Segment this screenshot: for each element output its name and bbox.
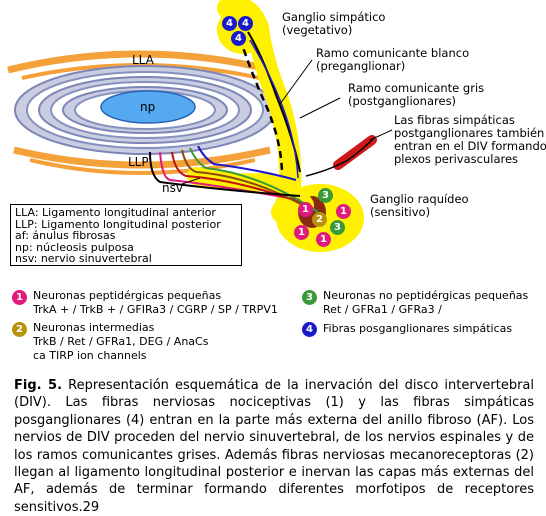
diagram-badge-sympathetic: 4 (238, 16, 253, 31)
figure-label: Fig. 5. (14, 378, 63, 393)
vessel-nerve (305, 137, 375, 177)
label-ganglio-raquideo: Ganglio raquídeo (sensitivo) (370, 192, 469, 219)
legend-badge-intermediate: 2 (12, 322, 27, 337)
label-ramo-blanco: Ramo comunicante blanco (preganglionar) (316, 46, 470, 73)
legend-badge-nonpeptidergic: 3 (302, 290, 317, 305)
diagram-badge-nonpeptidergic: 3 (318, 188, 333, 203)
label-nsv: nsv (162, 181, 183, 195)
leader-fibras (369, 129, 393, 141)
label-np: np (140, 100, 156, 114)
diagram-badge-peptidergic: 1 (336, 204, 351, 219)
blood-vessel (333, 135, 377, 170)
label-ganglio-simpatico: Ganglio simpático (vegetativo) (282, 10, 386, 37)
diagram-badge-nonpeptidergic: 3 (330, 220, 345, 235)
legend-badge-peptidergic: 1 (12, 290, 27, 305)
abbreviation-line: nsv: nervio sinuvertebral (15, 252, 152, 265)
fiber-blue (197, 145, 297, 181)
diagram-badge-intermediate: 2 (312, 212, 327, 227)
diagram-badge-peptidergic: 1 (298, 202, 313, 217)
abbreviations-box: LLA: Ligamento longitudinal anterior LLP… (10, 204, 242, 266)
leader-nsv (181, 177, 201, 185)
leader-ramo-blanco (279, 59, 313, 105)
diagram-badge-peptidergic: 1 (316, 232, 331, 247)
label-ramo-gris: Ramo comunicante gris (postganglionares) (348, 81, 485, 108)
figure-caption: Fig. 5. Representación esquemática de la… (14, 377, 534, 516)
preganglionic-dashed-line (238, 37, 284, 176)
abbreviation-line: np: núcleosis pulposa (15, 240, 134, 254)
llp-ligament (13, 146, 271, 169)
nucleus-pulposus (100, 90, 196, 124)
label-fibras-simpaticas: Las fibras simpáticas postganglionares t… (394, 113, 546, 166)
diagram-badge-sympathetic: 4 (222, 16, 237, 31)
legend-text-intermediate: Neuronas intermedias TrkB / Ret / GFRa1,… (33, 321, 209, 362)
abbreviation-line: LLA: Ligamento longitudinal anterior (15, 206, 216, 219)
label-lla: LLA (132, 53, 154, 67)
lla-ligament-inner (21, 63, 261, 80)
fiber-black (149, 151, 301, 197)
legend-text-peptidergic: Neuronas peptidérgicas pequeñas TrkA + /… (33, 289, 278, 316)
legend-badge-sympathetic: 4 (302, 322, 317, 337)
abbreviation-line: LLP: Ligamento longitudinal posterior (15, 217, 221, 231)
legend-text-sympathetic: Fibras posganglionares simpáticas (323, 322, 513, 335)
caption-text: Representación esquemática de la inervac… (14, 378, 535, 515)
legend-text-nonpeptidergic: Neuronas no peptidérgicas pequeñas Ret /… (323, 289, 529, 316)
lla-ligament (7, 50, 273, 74)
innervation-diagram (7, 0, 393, 252)
diagram-badge-sympathetic: 4 (231, 31, 246, 46)
abbreviation-line: af: ánulus fibrosas (15, 229, 116, 242)
postganglionic-blue-line (249, 39, 299, 179)
label-llp: LLP (128, 155, 149, 169)
leader-ramo-gris (299, 97, 341, 119)
diagram-badge-peptidergic: 1 (294, 225, 309, 240)
